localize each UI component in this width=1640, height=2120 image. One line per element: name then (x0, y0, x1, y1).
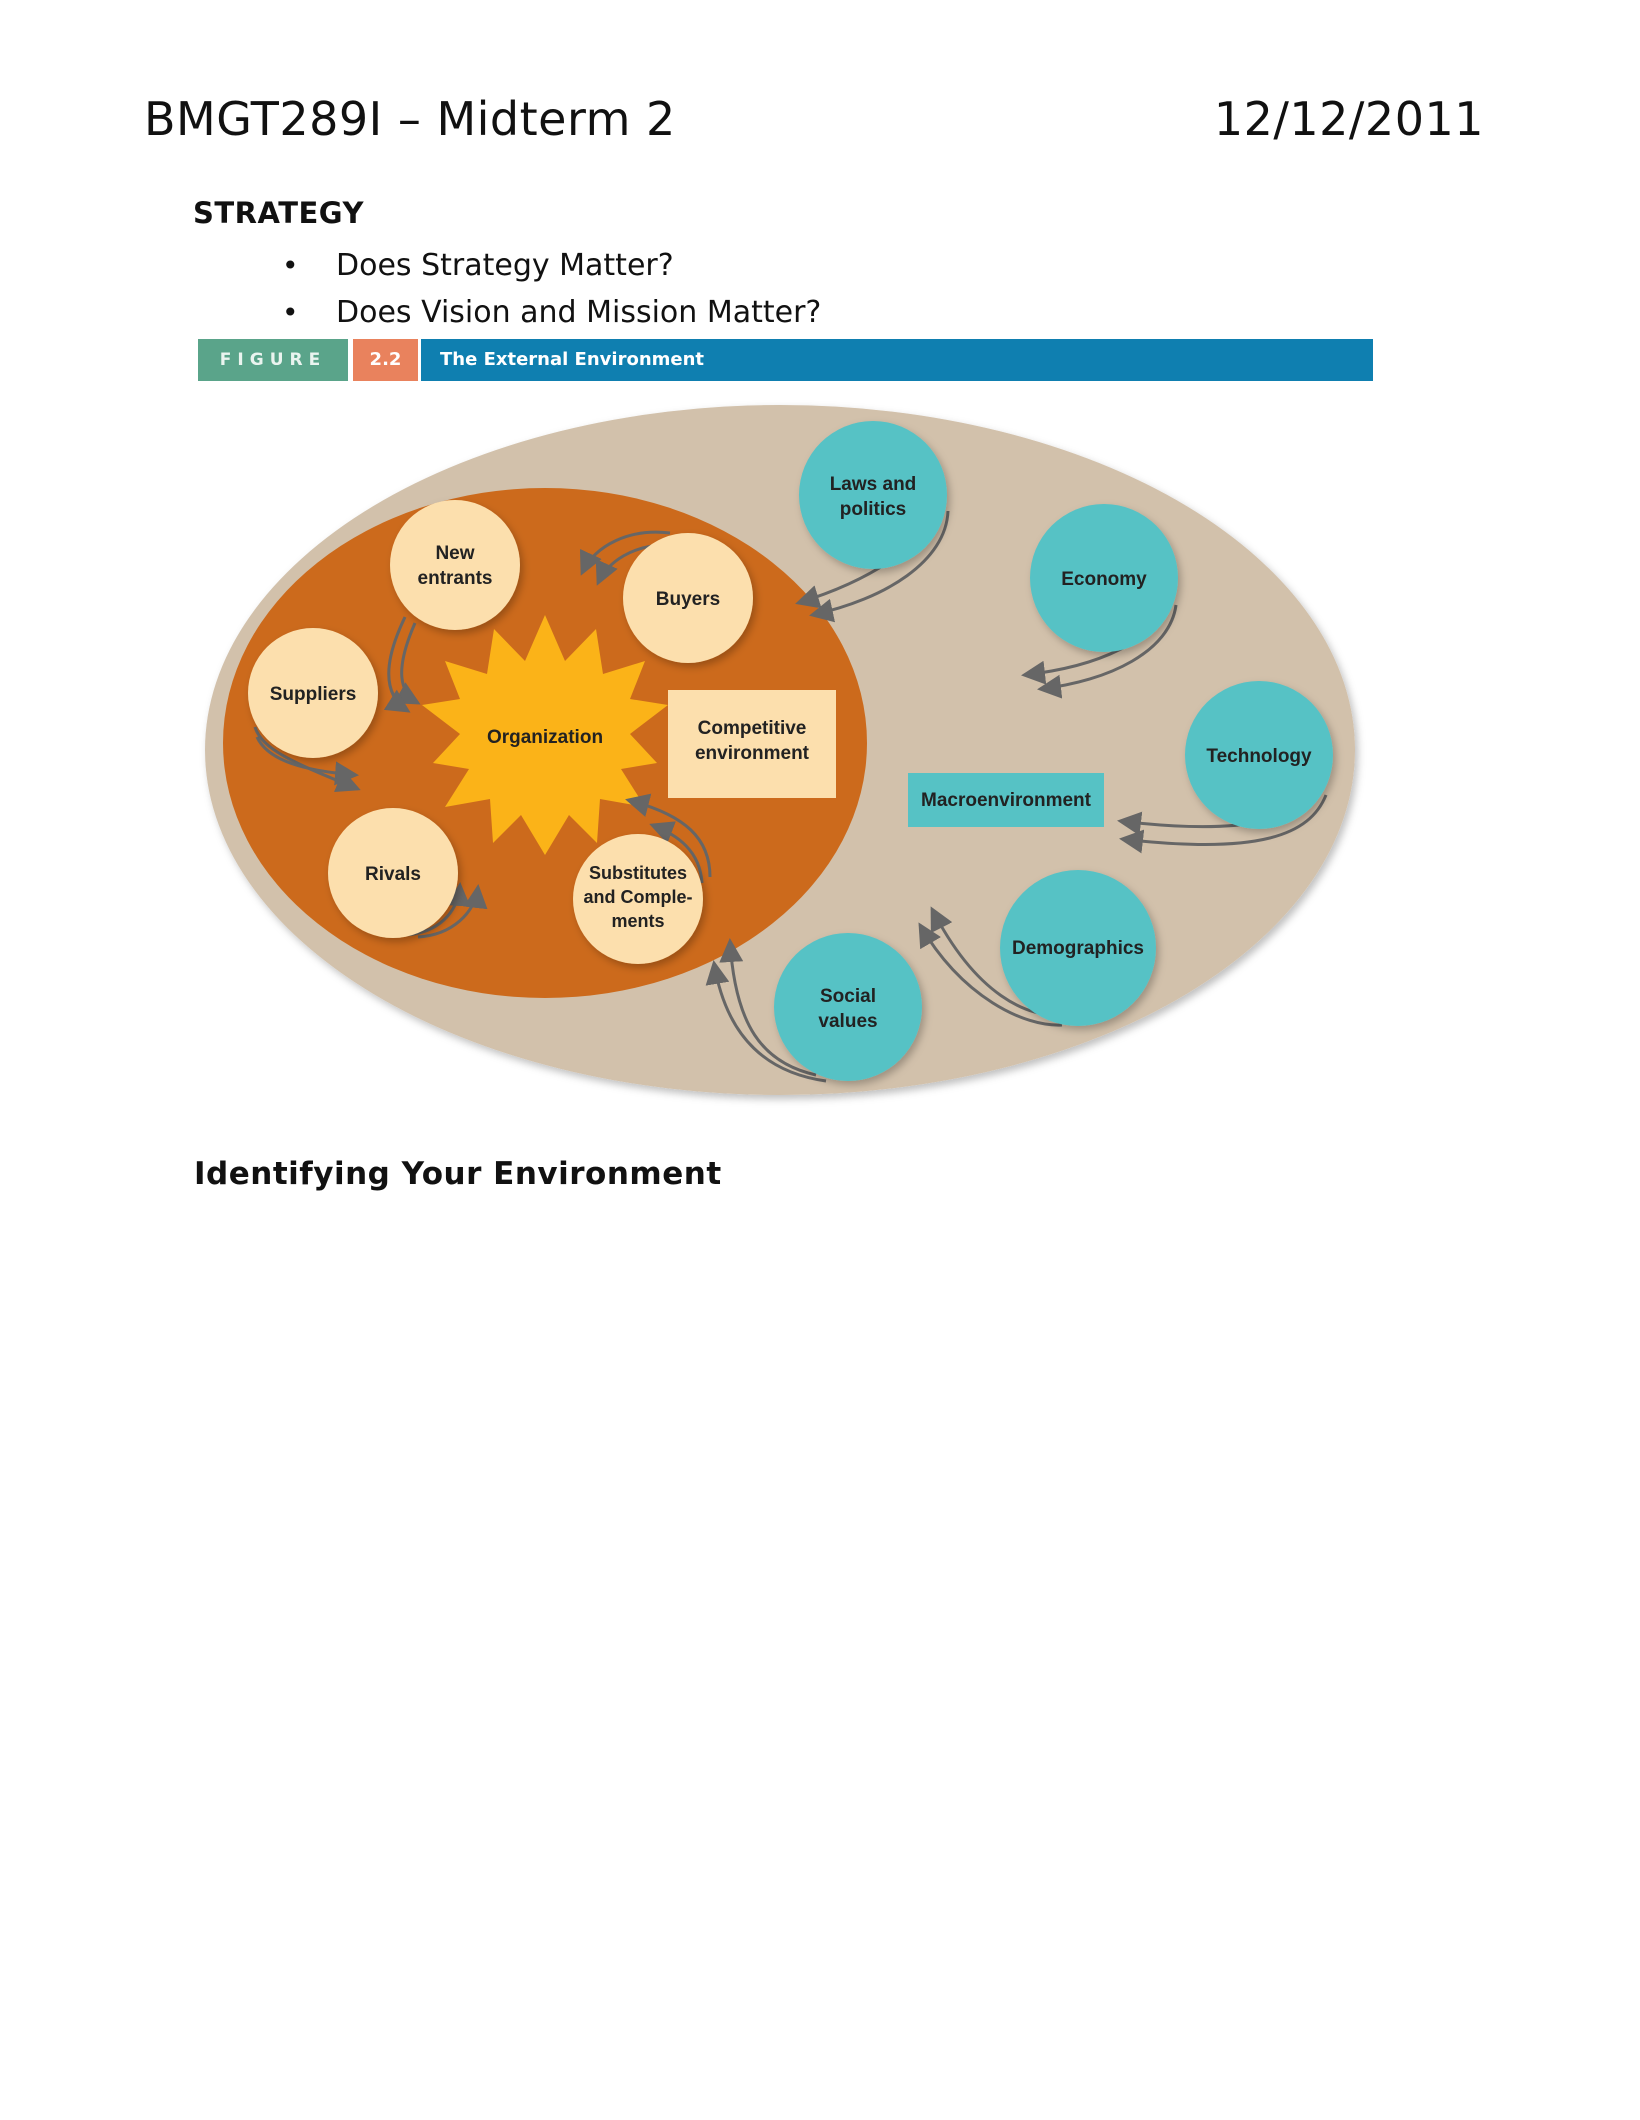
substitutes-label: Substitutes (589, 863, 687, 883)
new-entrants-label: New (435, 543, 474, 564)
social-values-circle (774, 933, 922, 1081)
arrow-rivals (417, 884, 488, 939)
macro-social-values: Social values (774, 933, 922, 1081)
document-date: 12/12/2011 (1213, 92, 1484, 146)
demographics-label: Demographics (1012, 938, 1144, 959)
rivals-circle (328, 808, 458, 938)
force-rivals: Rivals (328, 808, 458, 938)
bullet-list: Does Strategy Matter? Does Vision and Mi… (280, 242, 821, 336)
subheading: Identifying Your Environment (194, 1156, 722, 1192)
figure-number: 2.2 (353, 339, 418, 381)
figure-title: The External Environment (421, 339, 1373, 381)
competitive-forces: New entrants Buyers Suppliers Rivals Sub… (248, 500, 753, 964)
macro-economy: Economy (1030, 504, 1178, 652)
bullet-item: Does Strategy Matter? (280, 242, 821, 289)
bullet-item: Does Vision and Mission Matter? (280, 289, 821, 336)
macro-laws-politics: Laws and politics (799, 421, 947, 569)
arrow-substitutes (649, 821, 704, 884)
substitutes-label: ments (611, 911, 664, 931)
social-values-label: Social (820, 986, 876, 1007)
demographics-circle (1000, 870, 1156, 1026)
section-heading: STRATEGY (193, 196, 364, 230)
macroenvironment-box (908, 773, 1104, 827)
page-header: BMGT289I – Midterm 2 12/12/2011 (144, 92, 1484, 152)
macro-forces: Laws and politics Economy Technology Dem… (774, 421, 1333, 1081)
force-buyers: Buyers (623, 533, 753, 663)
buyers-circle (623, 533, 753, 663)
arrow-new-entrants (393, 622, 421, 705)
rivals-label: Rivals (365, 864, 421, 885)
force-suppliers: Suppliers (248, 628, 378, 758)
laws-politics-circle (799, 421, 947, 569)
figure-label: FIGURE (198, 339, 348, 381)
suppliers-circle (248, 628, 378, 758)
substitutes-circle (573, 834, 703, 964)
technology-circle (1185, 681, 1333, 829)
macroenvironment-label: Macroenvironment (921, 790, 1092, 811)
macro-demographics: Demographics (1000, 870, 1156, 1026)
force-new-entrants: New entrants (390, 500, 520, 630)
figure-caption-bar: FIGURE 2.2 The External Environment (198, 339, 1373, 381)
economy-label: Economy (1061, 569, 1147, 590)
force-substitutes-complements: Substitutes and Comple- ments (573, 834, 703, 964)
competitive-environment-label: Competitive (698, 718, 807, 739)
new-entrants-circle (390, 500, 520, 630)
buyers-label: Buyers (656, 589, 720, 610)
arrow-social-values (719, 938, 817, 1077)
macro-technology: Technology (1185, 681, 1333, 829)
external-environment-diagram: Organization Competitive environment Mac… (205, 405, 1355, 1095)
competitive-environment-box (668, 690, 836, 798)
laws-politics-label: Laws and (830, 474, 917, 495)
arrow-laws-politics (809, 510, 950, 623)
economy-circle (1030, 504, 1178, 652)
arrow-suppliers (253, 726, 361, 793)
organization-star (422, 615, 668, 855)
arrow-buyers (579, 530, 671, 576)
competitive-environment-label: environment (695, 743, 810, 764)
suppliers-label: Suppliers (270, 684, 357, 705)
substitutes-label: and Comple- (583, 887, 692, 907)
arrow-substitutes (625, 793, 712, 878)
new-entrants-label: entrants (418, 568, 493, 589)
arrow-technology (1119, 794, 1328, 854)
arrow-economy (1037, 604, 1178, 699)
arrow-demographics (918, 922, 1063, 1027)
arrow-social-values (705, 960, 827, 1083)
organization-label: Organization (487, 727, 603, 748)
social-values-label: values (818, 1011, 877, 1032)
document-title: BMGT289I – Midterm 2 (144, 92, 676, 146)
arrow-new-entrants (383, 616, 411, 713)
laws-politics-label: politics (840, 499, 907, 520)
technology-label: Technology (1206, 746, 1312, 767)
